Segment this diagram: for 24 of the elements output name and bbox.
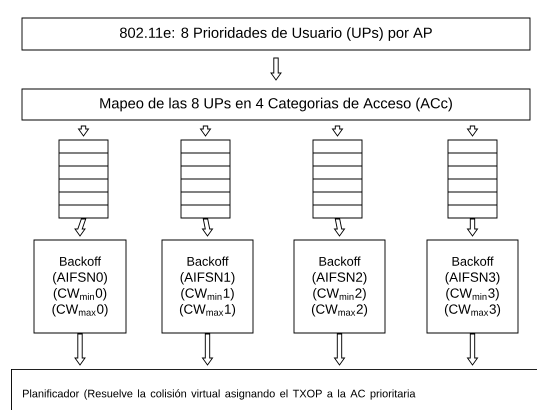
queue-drawing bbox=[58, 140, 108, 218]
queue-drawing bbox=[312, 140, 362, 218]
block-arrow bbox=[270, 58, 282, 81]
block-arrow bbox=[334, 218, 346, 237]
block-arrow bbox=[332, 126, 344, 137]
scheduler-box: Planificador (Resuelve la colisión virtual asignando el TXOP a la AC prioritaria bbox=[11, 368, 537, 410]
block-arrow bbox=[200, 126, 212, 137]
queue-drawing bbox=[448, 140, 498, 218]
backoff-box: Backoff (AIFSN0) (CW$_{min}$0) (CW$_{max}$0) bbox=[34, 240, 126, 334]
process-box: Mapeo de las 8 UPs en 4 Categorias de Acceso (ACc) bbox=[22, 88, 530, 120]
block-arrow bbox=[74, 334, 86, 366]
block-arrow bbox=[74, 218, 86, 237]
block-arrow bbox=[334, 334, 346, 366]
backoff-box: Backoff (AIFSN2) (CW$_{min}$2) (CW$_{max}$2) bbox=[294, 240, 386, 334]
block-arrow bbox=[466, 126, 478, 137]
queue-drawing bbox=[180, 140, 230, 218]
backoff-box: Backoff (AIFSN3) (CW$_{min}$3) (CW$_{max}$3) bbox=[426, 240, 518, 334]
block-arrow bbox=[202, 334, 214, 366]
backoff-box: Backoff (AIFSN1) (CW$_{min}$1) (CW$_{max}$1) bbox=[162, 240, 254, 334]
block-arrow bbox=[78, 126, 90, 137]
block-arrow bbox=[466, 334, 478, 366]
process-box: 802.11e: 8 Prioridades de Usuario (UPs) por AP bbox=[22, 18, 530, 50]
block-arrow bbox=[466, 218, 478, 237]
block-arrow bbox=[202, 218, 214, 237]
